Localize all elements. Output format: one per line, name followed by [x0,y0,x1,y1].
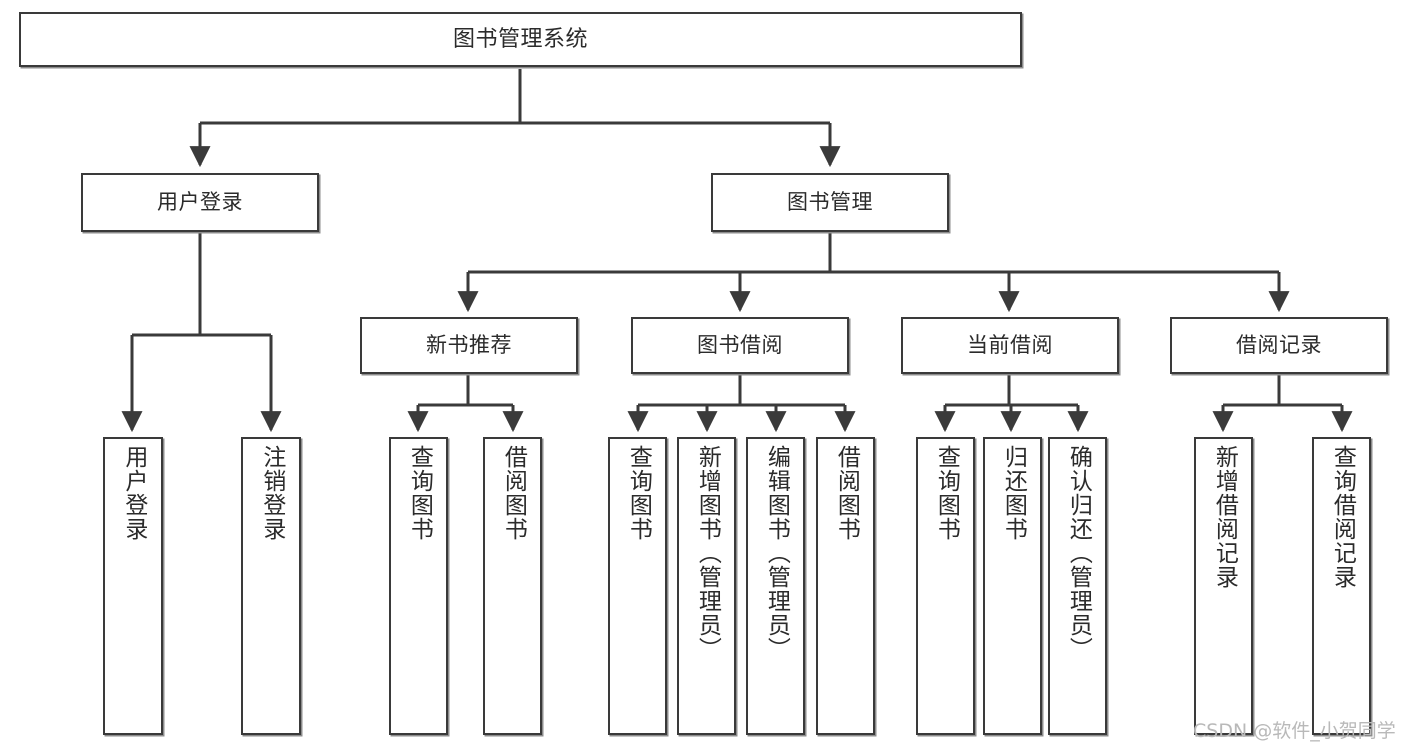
node-label: 借阅图书 [500,445,527,541]
node-label: 用户登录 [120,445,147,541]
node-label: 图书借阅 [697,333,783,358]
node-label: 注销登录 [258,445,285,541]
node-label: 新增图书（管理员） [694,445,721,661]
node-label: 借阅图书 [833,445,860,541]
node-current-borrow[interactable]: 当前借阅 [901,317,1119,374]
leaf-confirm-return-admin[interactable]: 确认归还（管理员） [1048,437,1107,735]
node-user-login[interactable]: 用户登录 [81,173,319,232]
node-new-book-recommend[interactable]: 新书推荐 [360,317,578,374]
node-book-management[interactable]: 图书管理 [711,173,949,232]
leaf-add-borrow-record[interactable]: 新增借阅记录 [1194,437,1253,735]
leaf-borrow-book[interactable]: 借阅图书 [816,437,875,735]
node-label: 确认归还（管理员） [1065,445,1092,661]
node-label: 图书管理 [787,190,873,215]
node-book-borrow[interactable]: 图书借阅 [631,317,849,374]
leaf-return-book[interactable]: 归还图书 [983,437,1042,735]
node-label: 编辑图书（管理员） [763,445,790,661]
node-label: 查询图书 [406,445,433,541]
node-label: 查询借阅记录 [1329,445,1356,589]
node-label: 查询图书 [625,445,652,541]
leaf-add-book-admin[interactable]: 新增图书（管理员） [677,437,736,735]
leaf-logout[interactable]: 注销登录 [241,437,301,735]
leaf-user-login[interactable]: 用户登录 [103,437,163,735]
watermark-text: CSDN @软件_小贺同学 [1193,720,1396,742]
node-label: 借阅记录 [1236,333,1322,358]
node-borrow-record[interactable]: 借阅记录 [1170,317,1388,374]
node-label: 新增借阅记录 [1211,445,1238,589]
node-label: 归还图书 [1000,445,1027,541]
node-label: 新书推荐 [426,333,512,358]
leaf-query-book-borrow[interactable]: 查询图书 [608,437,667,735]
node-label: 用户登录 [157,190,243,215]
leaf-query-book-recommend[interactable]: 查询图书 [389,437,448,735]
leaf-edit-book-admin[interactable]: 编辑图书（管理员） [746,437,805,735]
node-label: 查询图书 [933,445,960,541]
node-label: 图书管理系统 [452,26,588,52]
node-label: 当前借阅 [967,333,1053,358]
leaf-query-book-current[interactable]: 查询图书 [916,437,975,735]
node-root-system[interactable]: 图书管理系统 [19,12,1022,67]
leaf-query-borrow-record[interactable]: 查询借阅记录 [1312,437,1371,735]
leaf-borrow-book-recommend[interactable]: 借阅图书 [483,437,542,735]
